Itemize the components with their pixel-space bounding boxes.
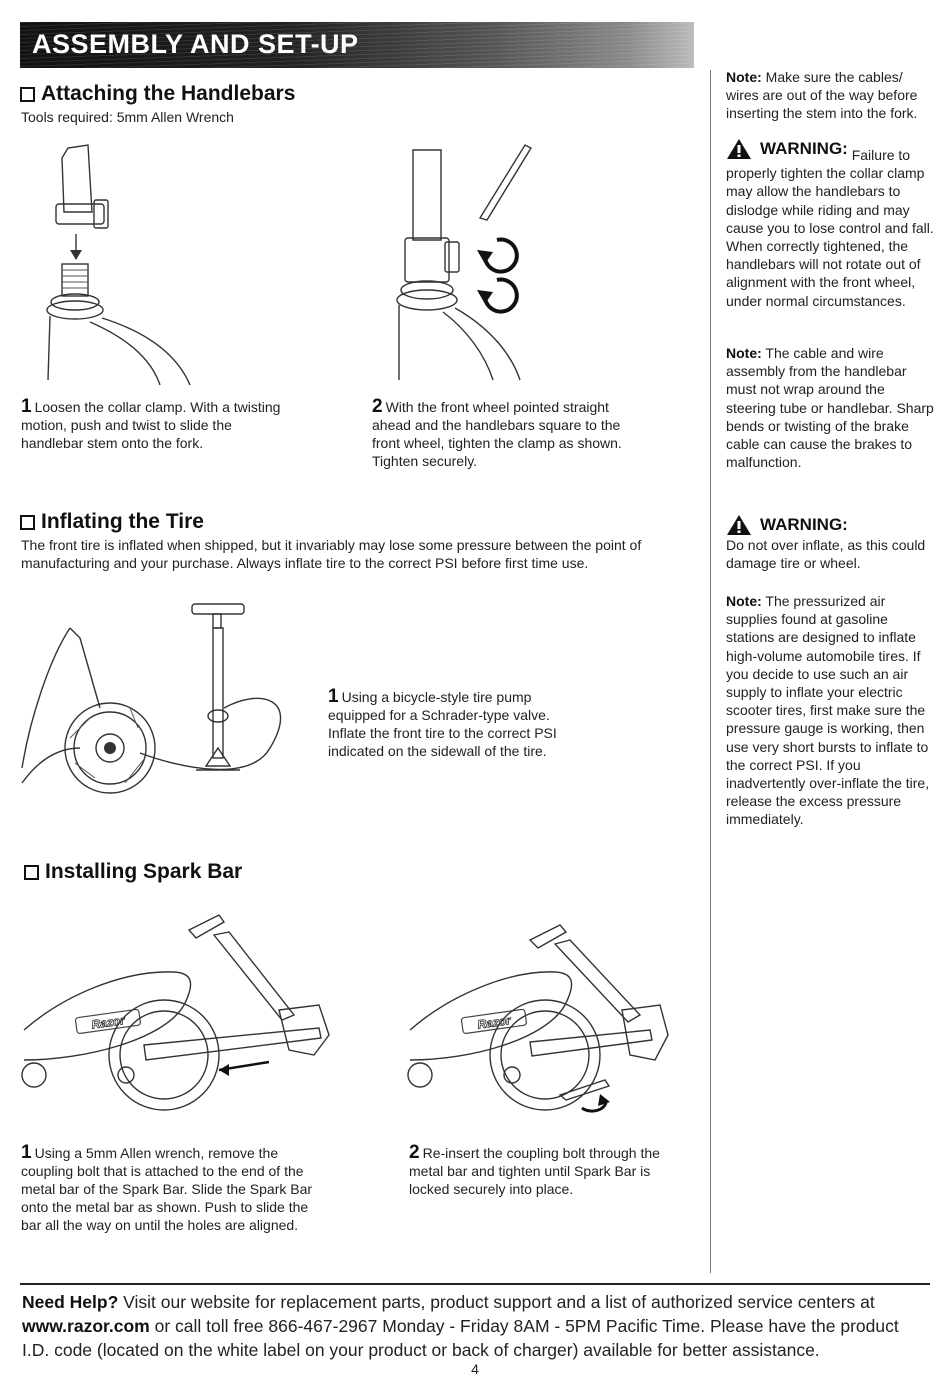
step-number: 2 [372, 396, 383, 417]
handlebars-heading: Attaching the Handlebars [20, 82, 295, 106]
note-label: Note: [726, 69, 762, 85]
banner-title: ASSEMBLY AND SET-UP [32, 29, 359, 59]
handlebars-heading-text: Attaching the Handlebars [41, 82, 296, 105]
warning-label: WARNING: [760, 138, 848, 158]
step-number: 2 [409, 1142, 420, 1163]
footer-divider [20, 1283, 930, 1285]
spark-heading-text: Installing Spark Bar [45, 860, 243, 883]
warning-text: Failure to properly tighten the collar c… [726, 147, 934, 309]
column-divider [710, 70, 711, 1273]
sidebar-warning-1: WARNING: Failure to properly tighten the… [726, 138, 934, 310]
step-text: Re-insert the coupling bolt through the … [409, 1145, 660, 1197]
warning-label: WARNING: [760, 514, 848, 534]
footer-text: Visit our website for replacement parts,… [123, 1292, 875, 1312]
rotate-arrow-icon [483, 237, 519, 274]
step-text: Loosen the collar clamp. With a twisting… [21, 399, 281, 451]
sidebar-note-2: Note: The cable and wire assembly from t… [726, 344, 934, 471]
warning-triangle-icon [727, 139, 751, 159]
sidebar-warning-2: WARNING: Do not over inflate, as this co… [726, 514, 934, 572]
razor-logo: Razor [91, 1013, 127, 1032]
handlebar-step1-illustration [46, 144, 191, 386]
tools-required: Tools required: 5mm Allen Wrench [21, 109, 234, 125]
footer-text: or call toll free 866-467-2967 Monday - … [22, 1316, 899, 1360]
note-text: Make sure the cables/ wires are out of t… [726, 69, 918, 122]
note-label: Note: [726, 593, 762, 609]
tire-pump-illustration [21, 603, 282, 794]
tire-heading: Inflating the Tire [20, 510, 204, 534]
tire-intro: The front tire is inflated when shipped,… [21, 537, 642, 571]
step-number: 1 [21, 396, 32, 417]
step-text: Using a 5mm Allen wrench, remove the cou… [21, 1145, 313, 1233]
note-text: The cable and wire assembly from the han… [726, 345, 934, 471]
section-banner: ASSEMBLY AND SET-UP [20, 22, 694, 68]
page-number: 4 [471, 1361, 479, 1377]
handlebar-step2-illustration [396, 144, 532, 381]
warning-text: Do not over inflate, as this could damag… [726, 537, 926, 572]
spark-step1-illustration: Razor [21, 914, 330, 1111]
rotate-arrow-icon [483, 277, 519, 314]
checkbox-icon [24, 864, 39, 880]
help-footer: Need Help? Visit our website for replace… [22, 1290, 927, 1362]
spark-step2-illustration: Razor [407, 924, 669, 1113]
sidebar-note-3: Note: The pressurized air supplies found… [726, 592, 934, 829]
tire-heading-text: Inflating the Tire [41, 510, 204, 533]
step-number: 1 [21, 1142, 32, 1163]
step-text: Using a bicycle-style tire pump equipped… [328, 689, 557, 759]
note-text: The pressurized air supplies found at ga… [726, 593, 930, 828]
razor-logo: Razor [477, 1013, 513, 1032]
spark-heading: Installing Spark Bar [24, 860, 242, 884]
checkbox-icon [20, 514, 35, 530]
footer-url-link[interactable]: www.razor.com [22, 1316, 150, 1336]
warning-triangle-icon [727, 515, 751, 535]
checkbox-icon [20, 86, 35, 102]
step-text: With the front wheel pointed straight ah… [372, 399, 622, 469]
note-label: Note: [726, 345, 762, 361]
footer-lead: Need Help? [22, 1292, 119, 1312]
sidebar-note-1: Note: Make sure the cables/ wires are ou… [726, 68, 934, 123]
step-number: 1 [328, 686, 339, 707]
